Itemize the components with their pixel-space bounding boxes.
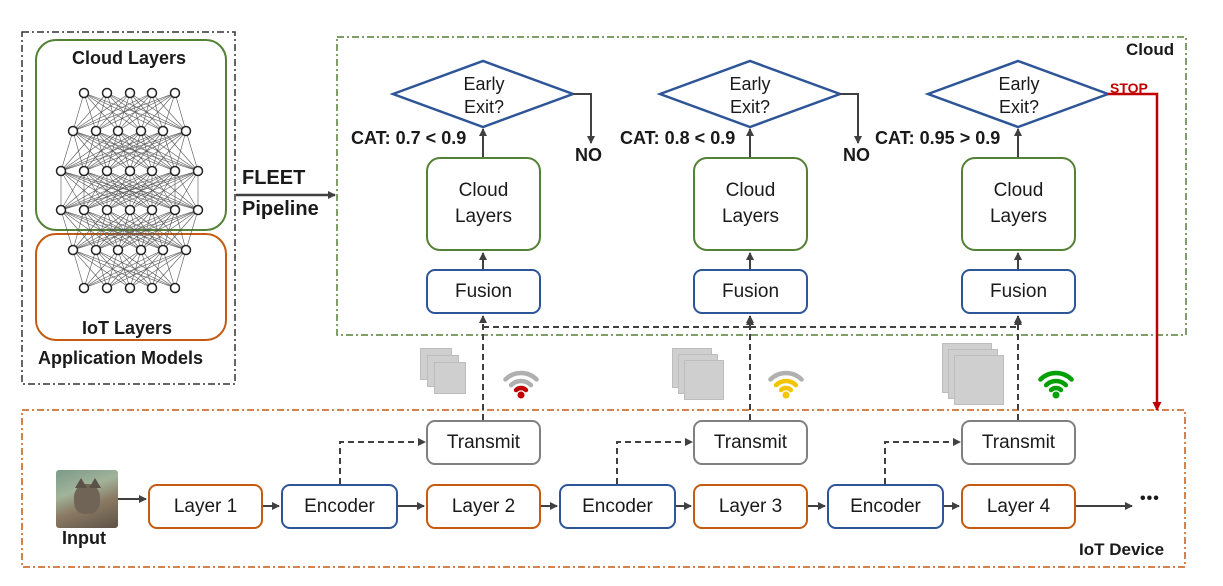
layer-3-box: Layer 3 — [693, 484, 808, 529]
flow-arrows — [118, 59, 1162, 510]
transmit-box-1: Transmit — [426, 420, 541, 465]
layer-2-box: Layer 2 — [426, 484, 541, 529]
cat-label-1: CAT: 0.7 < 0.9 — [351, 128, 467, 148]
wifi-icons — [503, 370, 1074, 399]
encoder-box-1: Encoder — [281, 484, 398, 529]
application-models-title: Application Models — [38, 348, 204, 368]
transmit-box-2: Transmit — [693, 420, 808, 465]
pipeline-label-line1: FLEET — [242, 167, 306, 189]
iot-region-label: IoT Device — [1079, 540, 1165, 559]
continuation-ellipsis: ••• — [1140, 490, 1160, 507]
pipeline-label-line2: Pipeline — [242, 198, 319, 220]
input-label: Input — [62, 528, 106, 548]
decision-label-1: NO — [575, 145, 602, 165]
early-exit-text-3: Early Exit? — [998, 74, 1040, 117]
wifi-icon-1 — [503, 370, 539, 399]
cloud-region-label: Cloud — [1126, 40, 1175, 59]
stop-label: STOP — [1110, 80, 1148, 96]
encoder-box-3: Encoder — [827, 484, 944, 529]
wifi-icon-3 — [1038, 370, 1074, 399]
cloud-layers-label: Cloud Layers — [72, 48, 187, 68]
cloud-layers-box-2: Cloud Layers — [693, 157, 808, 251]
layer-1-box: Layer 1 — [148, 484, 263, 529]
fusion-box-1: Fusion — [426, 269, 541, 314]
cat-photo-icon — [56, 470, 118, 528]
cloud-layers-group — [35, 39, 227, 231]
cat-label-2: CAT: 0.8 < 0.9 — [620, 128, 736, 148]
encoder-box-2: Encoder — [559, 484, 676, 529]
wifi-icon-2 — [768, 370, 804, 399]
fusion-box-2: Fusion — [693, 269, 808, 314]
layer-4-box: Layer 4 — [961, 484, 1076, 529]
cloud-layers-box-3: Cloud Layers — [961, 157, 1076, 251]
iot-device-region — [21, 409, 1186, 568]
cloud-region — [336, 36, 1187, 336]
iot-layers-label: IoT Layers — [82, 318, 173, 338]
decision-label-2: NO — [843, 145, 870, 165]
transmit-box-3: Transmit — [961, 420, 1076, 465]
early-exit-text-2: Early Exit? — [729, 74, 771, 117]
neural-network-icon — [55, 87, 204, 294]
cloud-layers-box-1: Cloud Layers — [426, 157, 541, 251]
fusion-box-3: Fusion — [961, 269, 1076, 314]
early-exit-text-1: Early Exit? — [463, 74, 505, 117]
cat-label-3: CAT: 0.95 > 0.9 — [875, 128, 1001, 148]
application-models-frame — [21, 31, 236, 385]
